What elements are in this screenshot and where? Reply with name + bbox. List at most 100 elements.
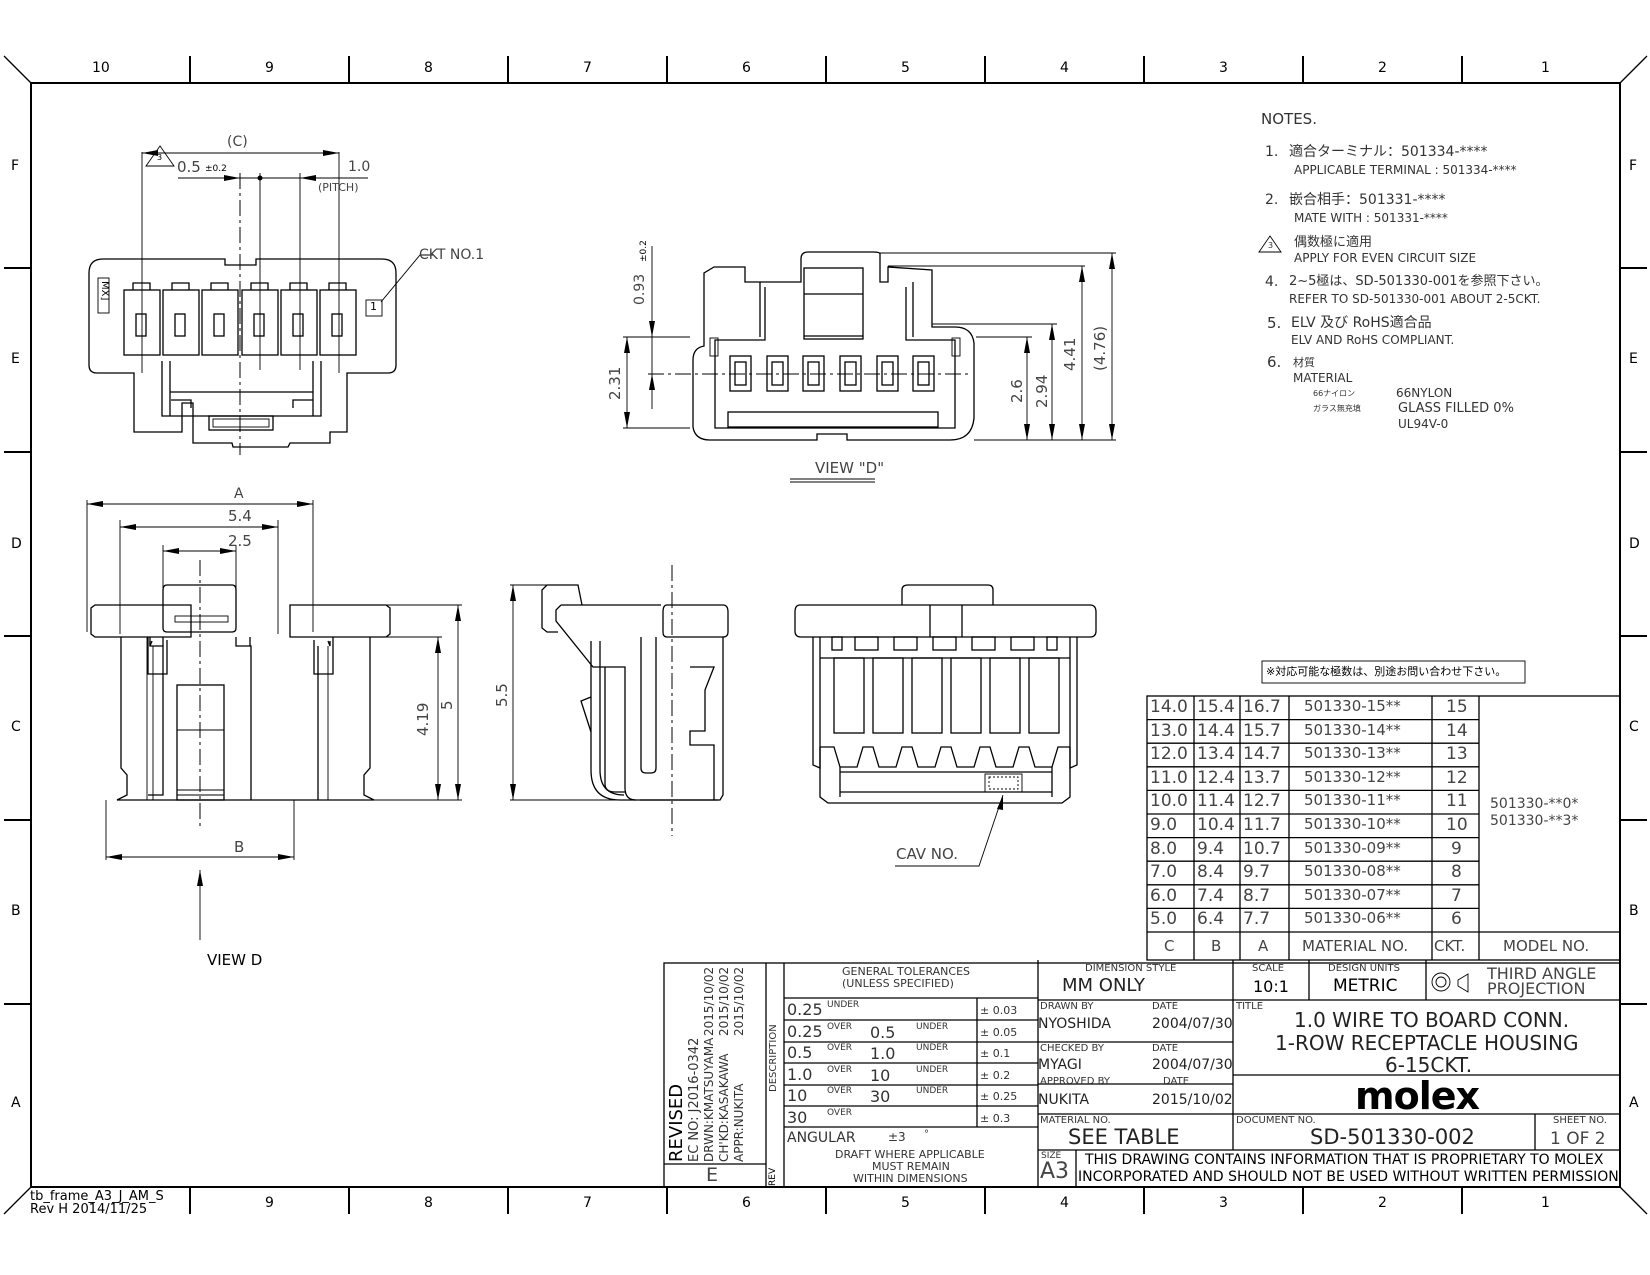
cell-a: 8.7	[1243, 885, 1271, 906]
cell-material-no: 501330-13**	[1304, 744, 1401, 763]
cell-a: 7.7	[1243, 909, 1271, 930]
angular-tol: ±3	[888, 1130, 906, 1144]
tolerance-title: GENERAL TOLERANCES	[842, 965, 971, 978]
cell-material-no: 501330-12**	[1304, 767, 1401, 786]
tol-value-a: 0.5	[787, 1043, 813, 1062]
note-en: APPLY FOR EVEN CIRCUIT SIZE	[1294, 251, 1477, 265]
dim-5-4: 5.4	[228, 507, 252, 525]
title-line-3: 6-15CKT.	[1385, 1053, 1473, 1077]
document-no-label: DOCUMENT NO.	[1236, 1115, 1316, 1126]
zone-label: 7	[583, 60, 592, 76]
cell-c: 10.0	[1150, 791, 1188, 812]
cell-material-no: 501330-08**	[1304, 862, 1401, 881]
molex-mark: MX]	[99, 281, 110, 301]
cell-b: 10.4	[1197, 815, 1235, 835]
draft-line-3: WITHIN DIMENSIONS	[853, 1172, 968, 1185]
dimension-style-label: DIMENSION STYLE	[1085, 963, 1177, 974]
zone-label: A	[1629, 1095, 1639, 1111]
dim-0-93-tol: ±0.2	[639, 240, 649, 262]
note-number: 5.	[1267, 314, 1282, 332]
scale-value: 10:1	[1253, 977, 1289, 996]
rev-label: REV	[768, 1167, 778, 1186]
cell-ckt: 12	[1446, 767, 1468, 788]
zone-label: E	[11, 351, 20, 367]
note-en: APPLICABLE TERMINAL : 501334-****	[1294, 163, 1517, 177]
projection-line-1: THIRD ANGLE	[1487, 964, 1597, 983]
cell-ckt: 14	[1446, 720, 1468, 741]
zone-label: F	[1629, 158, 1638, 174]
material-jp: ガラス無充填	[1313, 404, 1361, 413]
drawn-date: 2004/07/30	[1152, 1016, 1233, 1032]
tol-plus-minus: ± 0.05	[980, 1025, 1018, 1039]
approved-by-label: APPROVED BY	[1040, 1076, 1111, 1087]
tol-op-1: OVER	[827, 1086, 853, 1096]
note-ref: 3	[157, 153, 163, 162]
description-label: DESCRIPTION	[768, 1024, 779, 1092]
zone-label: 3	[1219, 60, 1228, 76]
cell-ckt: 7	[1451, 885, 1462, 906]
tol-op-2: UNDER	[916, 1064, 949, 1075]
checked-date: 2004/07/30	[1152, 1057, 1233, 1073]
tol-plus-minus: ± 0.2	[980, 1068, 1011, 1082]
cell-c: 8.0	[1150, 838, 1178, 859]
checked-by: MYAGI	[1038, 1057, 1082, 1073]
note-en: REFER TO SD-501330-001 ABOUT 2-5CKT.	[1289, 292, 1541, 306]
date-label: DATE	[1163, 1076, 1190, 1087]
material-table-grid	[1146, 695, 1621, 961]
drawn-by-label: DRAWN BY	[1040, 1001, 1094, 1012]
zone-label: 1	[1541, 60, 1550, 76]
tol-op-1: OVER	[827, 1064, 853, 1075]
note-number: 4.	[1265, 274, 1279, 290]
tol-op-1: OVER	[827, 1021, 853, 1032]
cell-b: 11.4	[1197, 791, 1235, 812]
approved-by-rev: APPR:NUKITA	[732, 1083, 746, 1162]
note-en: MATE WITH : 501331-****	[1294, 211, 1448, 225]
cell-ckt: 8	[1451, 862, 1462, 883]
note-en: MATERIAL	[1293, 371, 1353, 385]
cell-c: 11.0	[1150, 767, 1188, 788]
view-d-title: VIEW "D"	[815, 459, 885, 477]
material-no-label: MATERIAL NO.	[1040, 1115, 1111, 1126]
pitch-label: (PITCH)	[318, 181, 359, 194]
tol-op-1: UNDER	[827, 1000, 860, 1010]
cell-c: 14.0	[1150, 697, 1188, 717]
zone-label: 5	[901, 60, 910, 76]
dim-4-41: 4.41	[1061, 337, 1079, 371]
ckt-no-1-label: CKT NO.1	[419, 247, 485, 263]
header-a: A	[1258, 937, 1269, 955]
cell-a: 11.7	[1243, 815, 1281, 835]
header-b: B	[1211, 937, 1222, 955]
revised-label: REVISED	[666, 1083, 687, 1162]
tol-op-2: UNDER	[916, 1086, 949, 1096]
cell-material-no: 501330-06**	[1304, 909, 1401, 928]
zone-label: 2	[1378, 60, 1387, 76]
dim-5: 5	[438, 700, 456, 710]
cell-ckt: 9	[1451, 838, 1462, 859]
cell-b: 13.4	[1197, 744, 1235, 765]
frame-rev: Rev H 2014/11/25	[30, 1202, 148, 1217]
dim-4-76: (4.76)	[1091, 325, 1109, 371]
top-view-drawing	[88, 145, 433, 455]
molex-logo: molex	[1355, 1074, 1480, 1118]
zone-label: 1	[1541, 1195, 1550, 1211]
cell-material-no: 501330-09**	[1304, 838, 1401, 857]
material-en: GLASS FILLED 0%	[1398, 401, 1514, 416]
note-jp: 嵌合相手：501331-****	[1289, 192, 1446, 208]
title-label: TITLE	[1236, 1001, 1264, 1012]
material-en: UL94V-0	[1398, 417, 1449, 431]
dim-2-94: 2.94	[1033, 374, 1051, 408]
frame-id: tb_frame_A3_J_AM_S	[30, 1189, 164, 1204]
zone-label: 4	[1060, 1195, 1069, 1211]
dim-0-93: 0.93	[632, 273, 648, 305]
cell-a: 15.7	[1243, 720, 1281, 741]
tol-value-b: 1.0	[870, 1044, 896, 1063]
tol-value-b: 30	[870, 1087, 891, 1106]
cell-material-no: 501330-15**	[1304, 697, 1401, 715]
zone-label: 2	[1378, 1195, 1387, 1211]
size-label: SIZE	[1041, 1151, 1062, 1161]
dim-c: (C)	[227, 134, 248, 150]
title-block-grid	[663, 960, 1621, 1188]
tol-value-b: 10	[870, 1065, 891, 1085]
zone-label: 8	[424, 1195, 433, 1211]
tol-op-1: OVER	[827, 1107, 853, 1118]
